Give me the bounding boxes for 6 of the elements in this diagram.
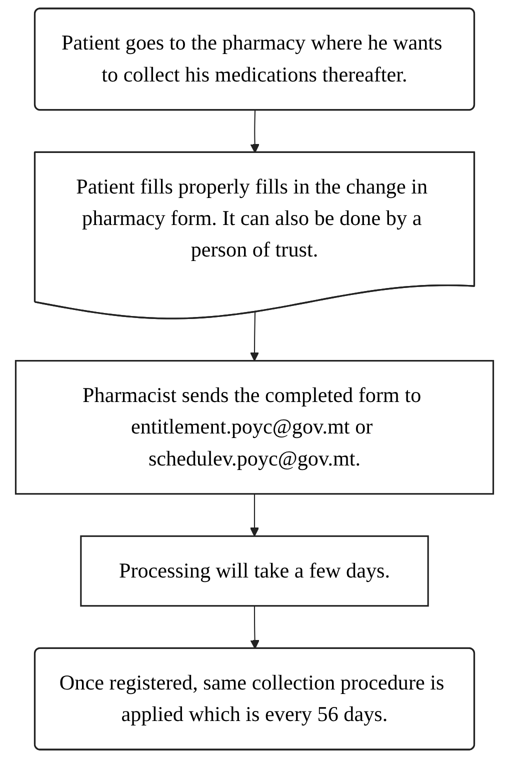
arrow bbox=[250, 312, 260, 362]
node-box: Pharmacist sends the completed form to entitlement.poyc@gov.mt or schedulev.poyc@gov.mt. bbox=[14, 360, 494, 495]
arrow bbox=[250, 110, 260, 154]
arrow bbox=[250, 494, 260, 537]
node-box: Processing will take a few days. bbox=[80, 535, 429, 607]
arrow bbox=[250, 606, 260, 650]
